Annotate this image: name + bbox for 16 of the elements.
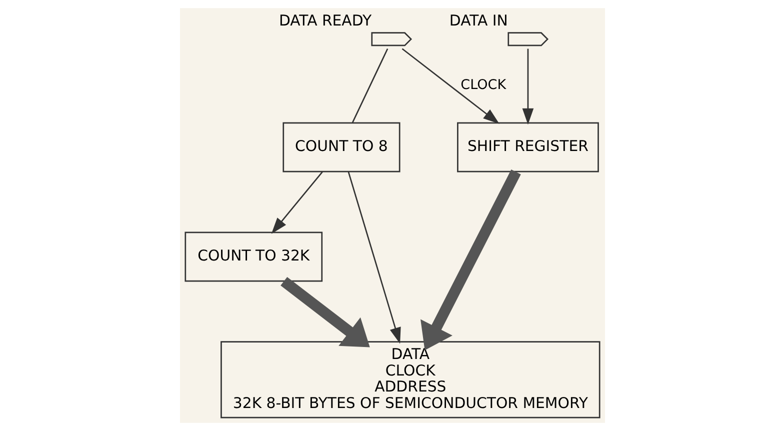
arrow bbox=[280, 276, 370, 348]
node-connector bbox=[370, 32, 412, 46]
arrow bbox=[420, 169, 520, 350]
node-label: DATA IN bbox=[448, 11, 508, 30]
node-box: SHIFT REGISTER bbox=[456, 122, 598, 172]
edge-label: CLOCK bbox=[460, 77, 506, 94]
node-box: COUNT TO 8 bbox=[282, 122, 400, 172]
node-box: COUNT TO 32K bbox=[184, 232, 322, 282]
arrow bbox=[522, 48, 534, 125]
arrow bbox=[270, 171, 322, 234]
connector bbox=[351, 48, 388, 123]
arrow bbox=[347, 172, 400, 344]
node-label: DATA READY bbox=[278, 11, 372, 30]
node-connector bbox=[507, 32, 548, 46]
node-box: DATA CLOCK ADDRESS 32K 8-BIT BYTES OF SEMICONDUCTOR MEMORY bbox=[220, 341, 600, 418]
arrow bbox=[401, 48, 499, 124]
